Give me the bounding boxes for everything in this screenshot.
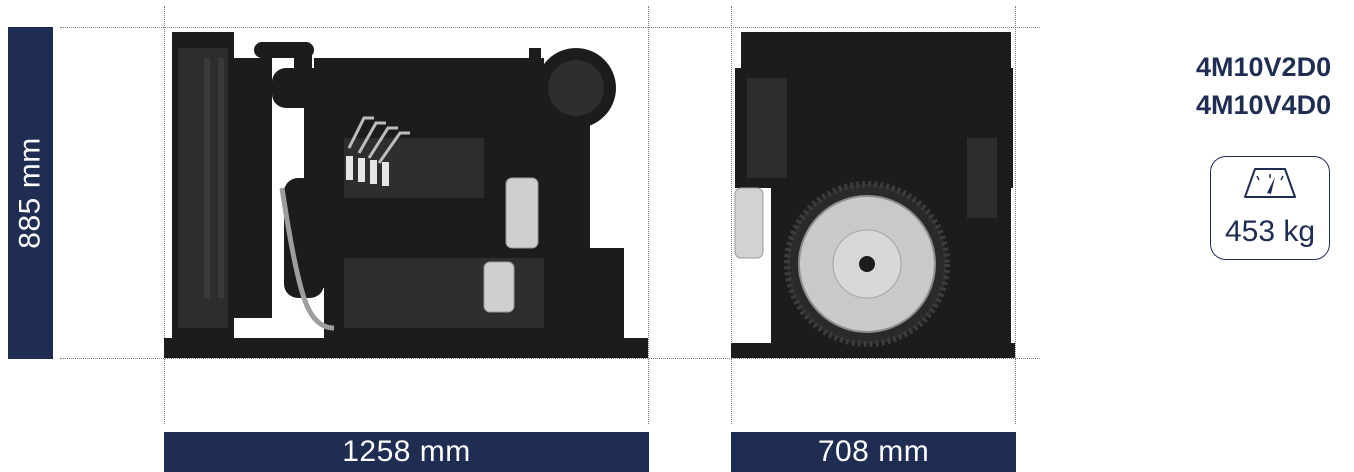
weight-badge: 453 kg xyxy=(1210,156,1330,260)
length-dimension-label: 1258 mm xyxy=(342,435,471,468)
guide-line-front-right xyxy=(648,6,649,424)
model-name-2: 4M10V4D0 xyxy=(1196,90,1332,120)
height-dimension-bar: 885 mm xyxy=(8,27,53,359)
engine-front-view-image xyxy=(164,32,648,358)
weight-value: 453 kg xyxy=(1224,215,1316,248)
width-dimension-label: 708 mm xyxy=(817,435,930,468)
guide-line-side-right xyxy=(1015,6,1016,424)
width-dimension-bar: 708 mm xyxy=(731,432,1016,472)
guide-line-front-left xyxy=(164,6,165,424)
guide-line-bottom xyxy=(60,358,1040,359)
model-names: 4M10V2D0 4M10V4D0 xyxy=(1196,48,1331,124)
scale-gauge-icon xyxy=(1244,168,1296,198)
guide-line-side-left xyxy=(731,6,732,424)
height-dimension-label: 885 mm xyxy=(13,137,47,249)
guide-line-top xyxy=(60,27,1040,28)
model-name-1: 4M10V2D0 xyxy=(1196,52,1332,82)
length-dimension-bar: 1258 mm xyxy=(164,432,649,472)
engine-side-view-image xyxy=(731,32,1015,358)
